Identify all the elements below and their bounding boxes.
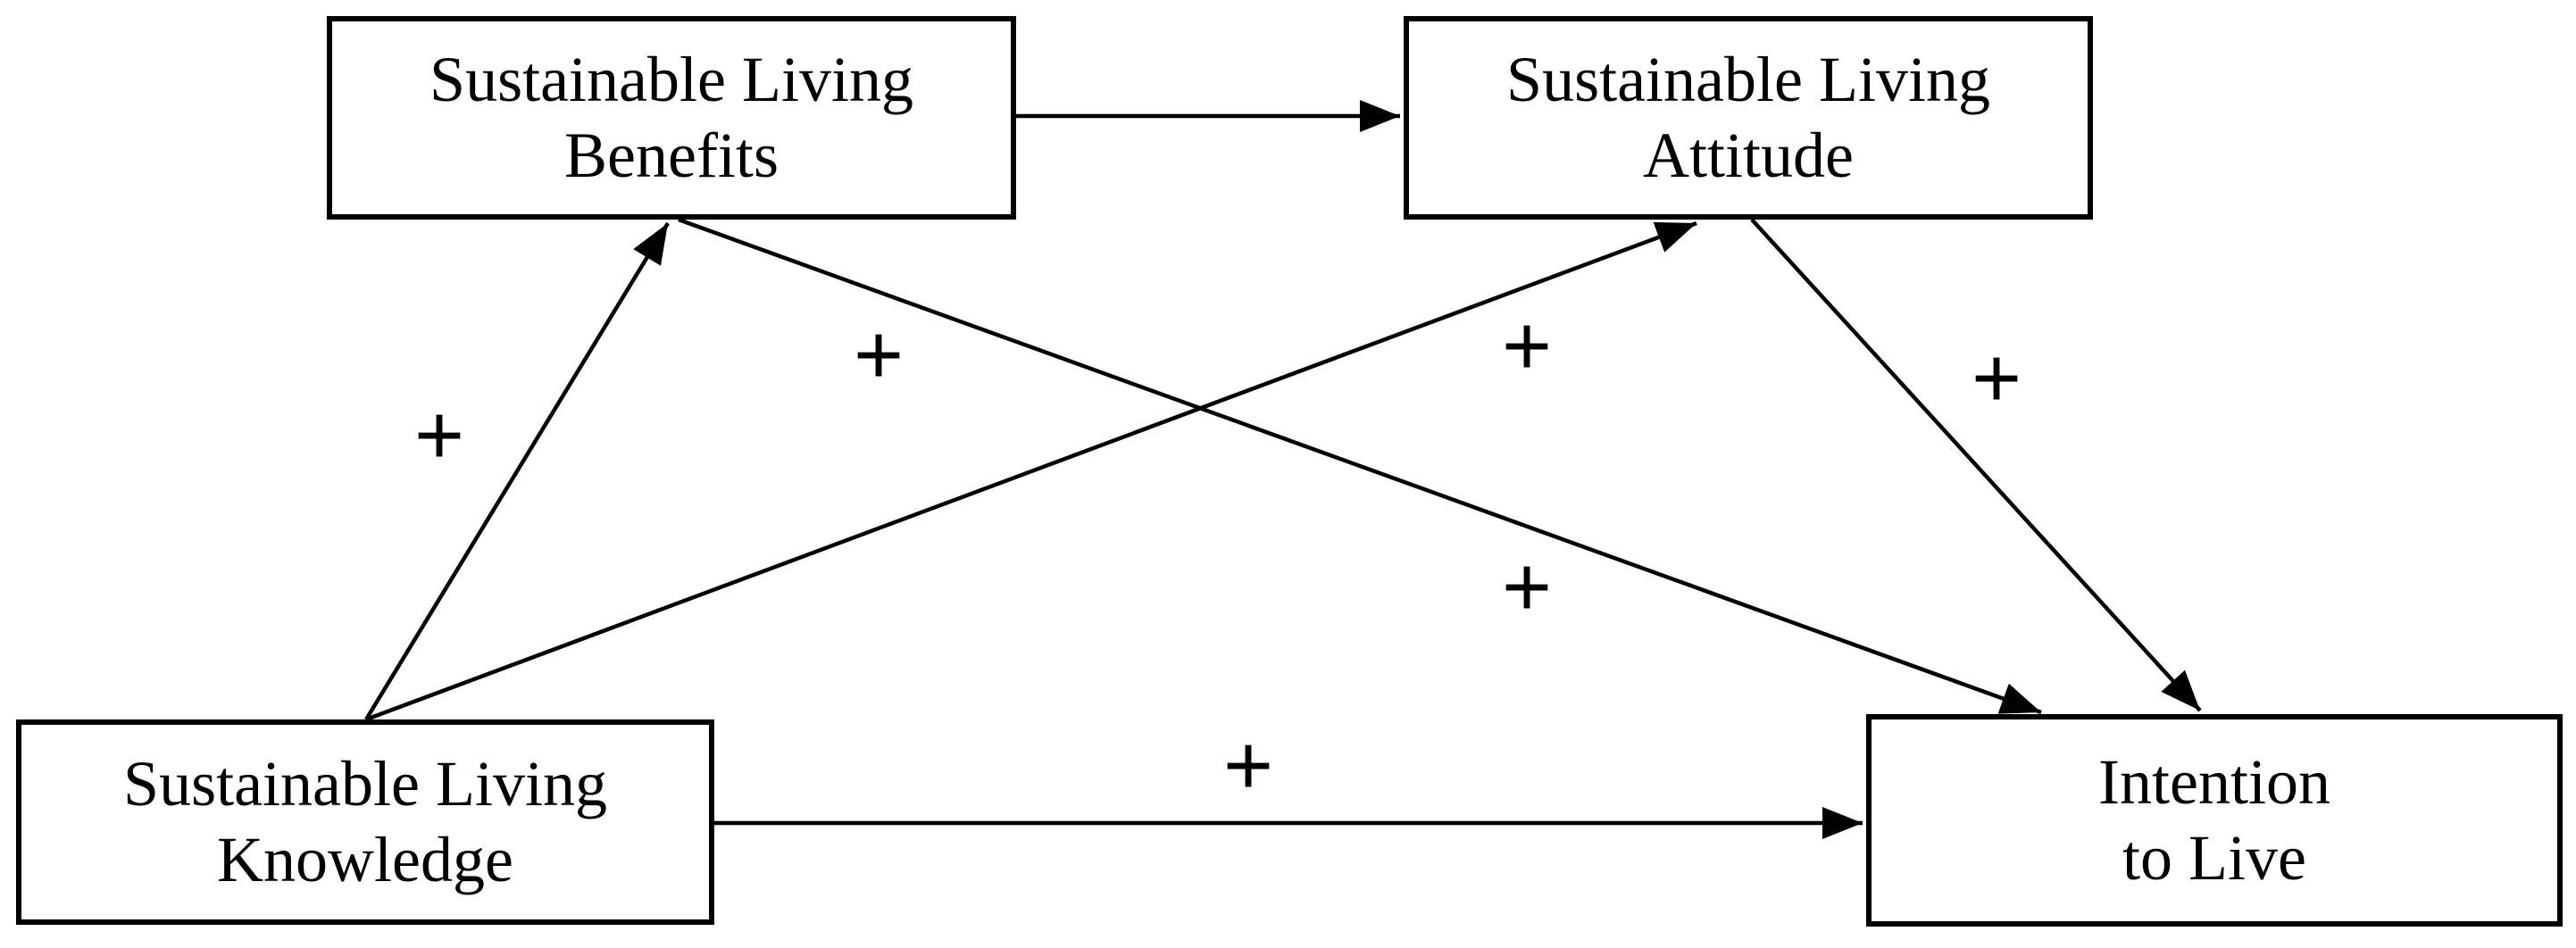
sign-benefits-to-intention-lower: + <box>1501 539 1553 635</box>
node-intention-to-live: Intention to Live <box>1866 714 2563 927</box>
node-sustainable-living-attitude: Sustainable Living Attitude <box>1404 16 2093 220</box>
node-label-line1: Sustainable Living <box>123 748 607 820</box>
node-sustainable-living-benefits: Sustainable Living Benefits <box>327 16 1016 220</box>
arrow-attitude-to-intention <box>1750 218 2202 712</box>
arrow-benefits-to-intention <box>678 217 2042 715</box>
node-label-line2: Knowledge <box>217 824 513 895</box>
node-label-line1: Intention <box>2098 746 2330 819</box>
sign-attitude-to-intention: + <box>1971 330 2022 426</box>
node-label-line2: Attitude <box>1643 120 1854 191</box>
node-label-line2: Benefits <box>564 120 779 191</box>
node-sustainable-living-knowledge: Sustainable Living Knowledge <box>16 719 714 925</box>
arrow-knowledge-to-benefits <box>364 221 670 721</box>
node-label-line2: to Live <box>2122 822 2306 894</box>
node-label-line1: Sustainable Living <box>1506 44 1990 116</box>
arrow-knowledge-to-attitude <box>365 220 1697 722</box>
sign-benefits-to-intention: + <box>853 307 905 403</box>
sign-knowledge-to-intention: + <box>1222 718 1274 813</box>
sign-knowledge-to-attitude: + <box>1501 298 1553 394</box>
node-label-line1: Sustainable Living <box>429 44 913 116</box>
sign-knowledge-to-benefits: + <box>413 387 465 483</box>
